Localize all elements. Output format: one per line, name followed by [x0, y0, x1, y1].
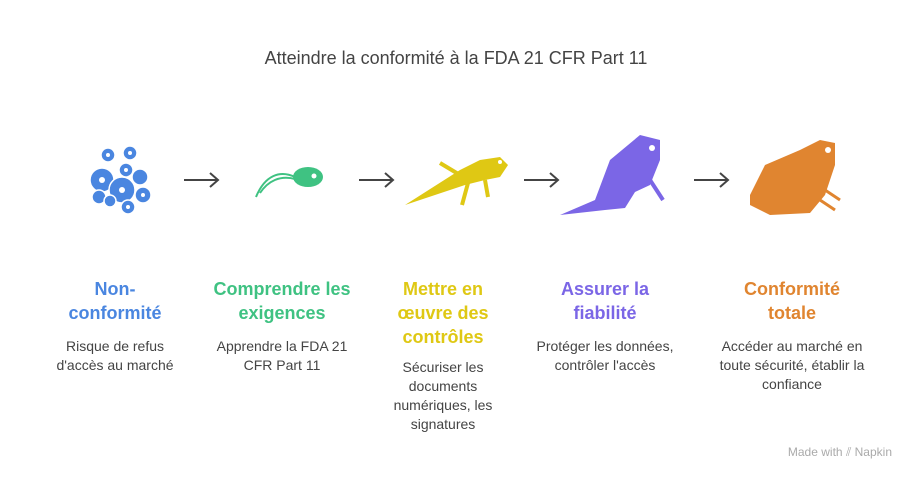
made-with-text: Made with	[787, 445, 843, 459]
frog-icon	[750, 140, 841, 215]
stage-title: Mettre en œuvre des contrôles	[397, 279, 489, 347]
stage-description: Apprendre la FDA 21 CFR Part 11	[216, 338, 348, 373]
arrow-right-icon	[524, 172, 560, 188]
stage-title: Comprendre les exigences	[213, 279, 351, 323]
arrow-right-icon	[694, 172, 730, 188]
frog-eggs-icon	[89, 145, 152, 215]
stage-description: Protéger les données, contrôler l'accès	[536, 338, 674, 373]
napkin-logo-icon: ⫽	[845, 445, 852, 459]
arrow-right-icon	[184, 172, 220, 188]
brand-text: Napkin	[854, 445, 892, 459]
froglet-icon	[560, 135, 665, 215]
tadpole-legs-icon	[405, 157, 508, 206]
stage-description: Risque de refus d'accès au marché	[56, 338, 174, 373]
diagram-title: Atteindre la conformité à la FDA 21 CFR …	[264, 48, 648, 68]
stage-title: Non-conformité	[68, 279, 162, 323]
stage-title: Conformité totale	[744, 279, 840, 323]
stage-title: Assurer la fiabilité	[560, 279, 650, 323]
stage-description: Accéder au marché en toute sécurité, éta…	[719, 338, 865, 392]
stage-description: Sécuriser les documents numériques, les …	[393, 359, 493, 432]
arrow-right-icon	[359, 172, 395, 188]
tadpole-icon	[255, 167, 323, 198]
napkin-watermark: Made with ⫽ Napkin	[788, 445, 892, 460]
